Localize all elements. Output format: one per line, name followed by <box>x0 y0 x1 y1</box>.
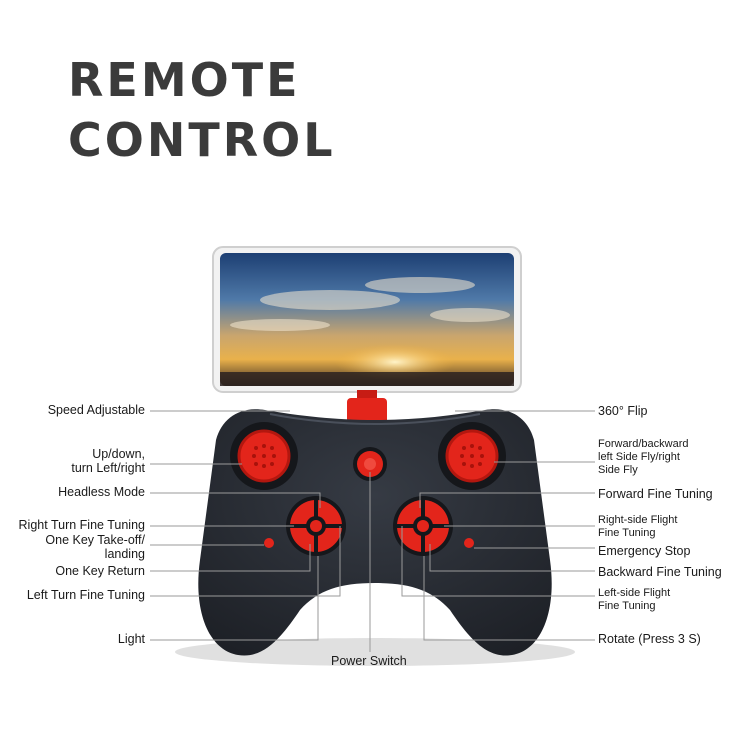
label-forward-backward-side-fly: Forward/backward left Side Fly/right Sid… <box>598 438 689 476</box>
emergency-stop-button <box>464 538 474 548</box>
controller-shadow <box>175 638 575 666</box>
label-power-switch: Power Switch <box>331 654 407 668</box>
title-line-2: CONTROL <box>68 113 336 167</box>
label-forward-fine-tuning: Forward Fine Tuning <box>598 487 713 501</box>
label-one-key-return: One Key Return <box>55 564 145 578</box>
label-light: Light <box>117 632 145 646</box>
title-line-1: REMOTE <box>68 53 301 107</box>
power-button <box>353 447 387 481</box>
label-rotate: Rotate (Press 3 S) <box>598 632 701 646</box>
left-dpad <box>286 496 346 556</box>
label-left-turn-fine-tuning: Left Turn Fine Tuning <box>26 588 145 602</box>
label-speed-adjustable: Speed Adjustable <box>47 403 145 417</box>
label-right-side-flight-fine-tuning: Right-side Flight Fine Tuning <box>598 514 678 539</box>
right-dpad <box>393 496 453 556</box>
label-headless-mode: Headless Mode <box>58 485 145 499</box>
label-emergency-stop: Emergency Stop <box>598 544 691 558</box>
label-up-down-turn: Up/down, turn Left/right <box>71 447 145 475</box>
label-left-side-flight-fine-tuning: Left-side Flight Fine Tuning <box>598 587 671 612</box>
label-flip-360: 360° Flip <box>598 404 648 418</box>
label-right-turn-fine-tuning: Right Turn Fine Tuning <box>18 518 145 532</box>
takeoff-landing-button <box>264 538 274 548</box>
label-one-key-takeoff-landing: One Key Take-off/ landing <box>45 533 145 561</box>
phone <box>212 246 522 393</box>
right-joystick <box>438 422 506 490</box>
leader-lines <box>150 410 595 652</box>
left-joystick <box>230 422 298 490</box>
page-title: REMOTE CONTROL <box>68 50 336 170</box>
label-backward-fine-tuning: Backward Fine Tuning <box>598 565 722 579</box>
phone-holder <box>347 390 387 424</box>
